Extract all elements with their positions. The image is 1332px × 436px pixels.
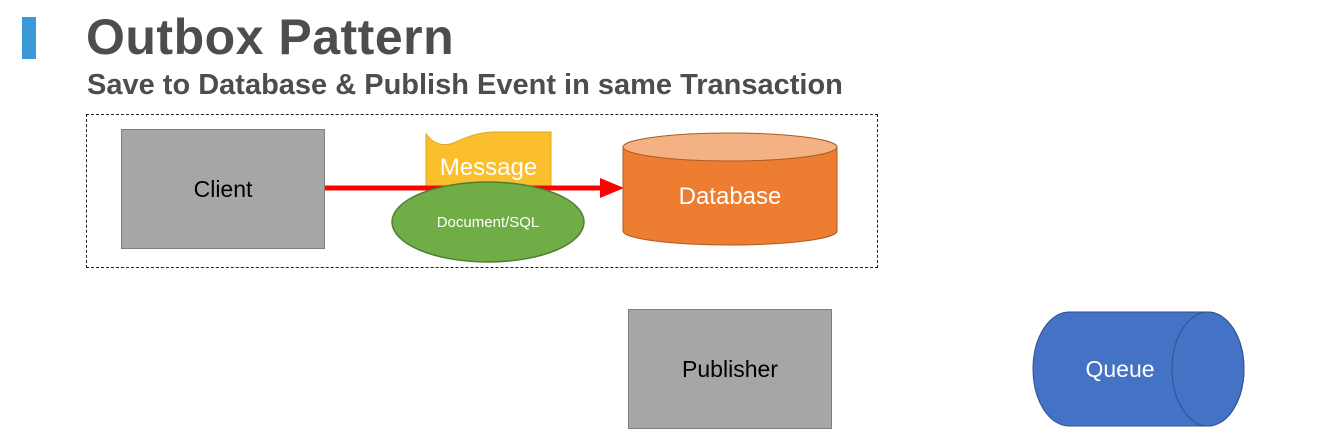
database-label: Database: [678, 183, 782, 210]
queue-label: Queue: [1085, 355, 1155, 382]
queue-cylinder-end: [1171, 311, 1245, 427]
document-ellipse: [391, 181, 585, 263]
page-title: Outbox Pattern: [86, 9, 455, 65]
publisher-label: Publisher: [682, 355, 778, 382]
client-box: Client: [121, 129, 325, 249]
message-label: Message: [439, 154, 538, 181]
client-label: Client: [193, 175, 253, 202]
publisher-box: Publisher: [628, 309, 832, 429]
save-arrow-head: [600, 178, 624, 198]
page-subtitle: Save to Database & Publish Event in same…: [87, 69, 843, 101]
message-shape: [425, 131, 552, 189]
transaction-boundary: [86, 114, 878, 268]
document-label: Document/SQL: [436, 213, 540, 231]
database-cylinder-top: [622, 132, 838, 162]
title-accent-bar: [22, 17, 36, 59]
database-cylinder-body: [622, 146, 838, 246]
